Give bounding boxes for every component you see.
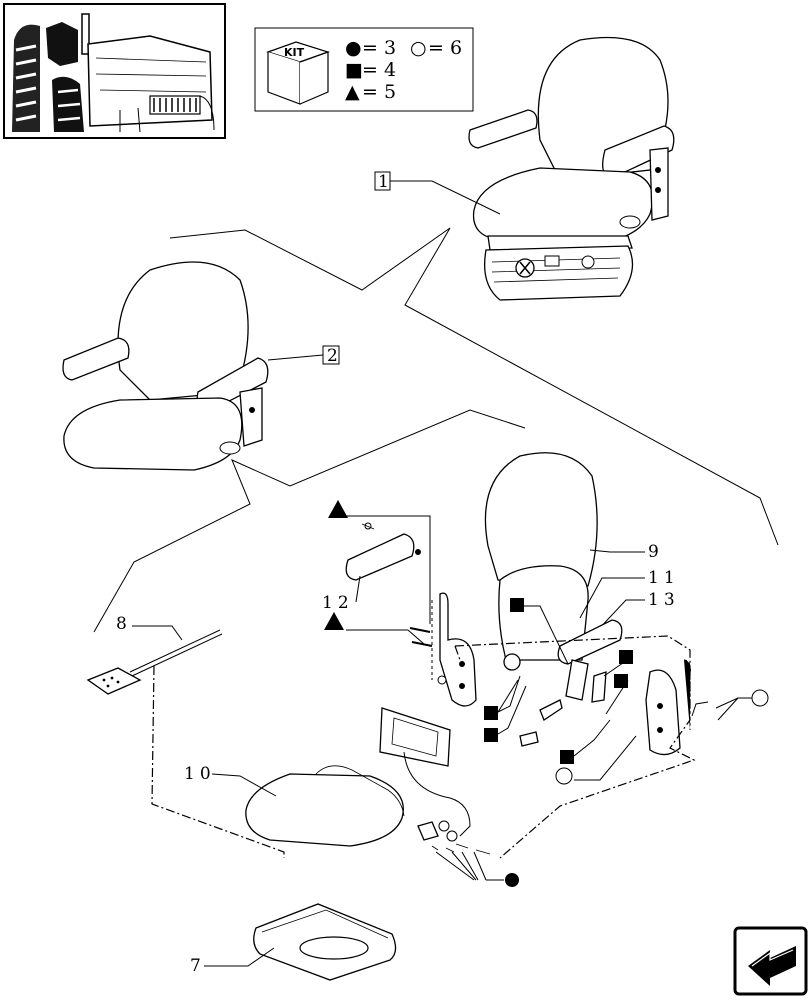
legend-triangle-count: = 5 [362, 81, 396, 103]
callout-8: 8 [116, 614, 183, 641]
square-marker-3 [614, 674, 628, 688]
kit-label: KIT [284, 46, 305, 59]
tool-8[interactable] [86, 629, 223, 695]
square-marker-1 [510, 598, 524, 612]
thumbnail-frame[interactable] [3, 3, 226, 139]
seat-assembly-2[interactable] [62, 261, 269, 471]
square-marker-5 [484, 728, 498, 742]
square-marker-2 [619, 650, 633, 664]
square-marker-6 [560, 750, 574, 764]
legend-circle-open-count: = 6 [428, 37, 462, 59]
callout-10: 10 [184, 764, 277, 797]
callout-11-label: 11 [648, 568, 680, 588]
callout-1-label: 1 [378, 172, 394, 192]
callout-12-label: 12 [322, 593, 354, 613]
heating-pad[interactable] [379, 707, 471, 842]
legend-circle-filled-count: = 3 [362, 37, 396, 59]
navigation-arrow-icon[interactable] [733, 926, 808, 996]
armrest-right[interactable] [557, 619, 623, 701]
circle-open-marker-1 [751, 689, 769, 707]
bolt-icon [409, 627, 433, 647]
triangle-marker-2 [324, 612, 344, 630]
connector-set-circle[interactable] [417, 820, 504, 881]
kit-symbols [324, 500, 769, 887]
callout-9-label: 9 [648, 542, 664, 562]
assembly-outline [151, 635, 696, 859]
cushion-10[interactable] [245, 765, 405, 847]
kit-box-icon: KIT [266, 41, 330, 105]
callout-12: 12 [322, 575, 361, 613]
kit-legend: KIT ● = 3 ○ = 6 ■ = 4 ▲ = 5 [254, 27, 474, 112]
circle-filled-marker [505, 873, 519, 887]
hinge-bracket-right[interactable] [645, 659, 691, 756]
square-marker-4 [484, 706, 498, 720]
tractor-thumbnail-icon [12, 13, 215, 133]
callout-8-label: 8 [116, 614, 132, 634]
circle-open-marker-2 [555, 767, 573, 785]
seat-assembly-1[interactable] [468, 36, 675, 301]
bolts-set-triangle[interactable] [346, 515, 433, 647]
callout-13-label: 13 [648, 590, 680, 610]
hinge-bracket-left[interactable] [431, 592, 477, 707]
callout-13: 13 [595, 590, 680, 633]
armrest-left[interactable] [345, 522, 421, 581]
legend-square-symbol: ■ [345, 59, 363, 81]
callout-10-label: 10 [184, 764, 216, 784]
callout-2-label: 2 [327, 346, 343, 366]
legend-circle-filled-symbol: ● [345, 37, 362, 59]
callout-2: 2 [267, 345, 343, 366]
legend-square-count: = 4 [362, 59, 396, 81]
triangle-marker-1 [328, 500, 348, 518]
seat-plate-7[interactable] [253, 903, 397, 981]
adjust-lever[interactable] [503, 653, 607, 747]
legend-circle-open-symbol: ○ [410, 37, 427, 59]
divider-lines [93, 227, 779, 633]
legend-triangle-symbol: ▲ [345, 81, 360, 103]
callout-7: 7 [190, 947, 275, 976]
backrest-9[interactable] [484, 452, 598, 661]
callout-7-label: 7 [190, 956, 206, 976]
callout-1: 1 [374, 171, 501, 215]
callout-9: 9 [589, 542, 664, 562]
callout-11: 11 [579, 568, 680, 619]
